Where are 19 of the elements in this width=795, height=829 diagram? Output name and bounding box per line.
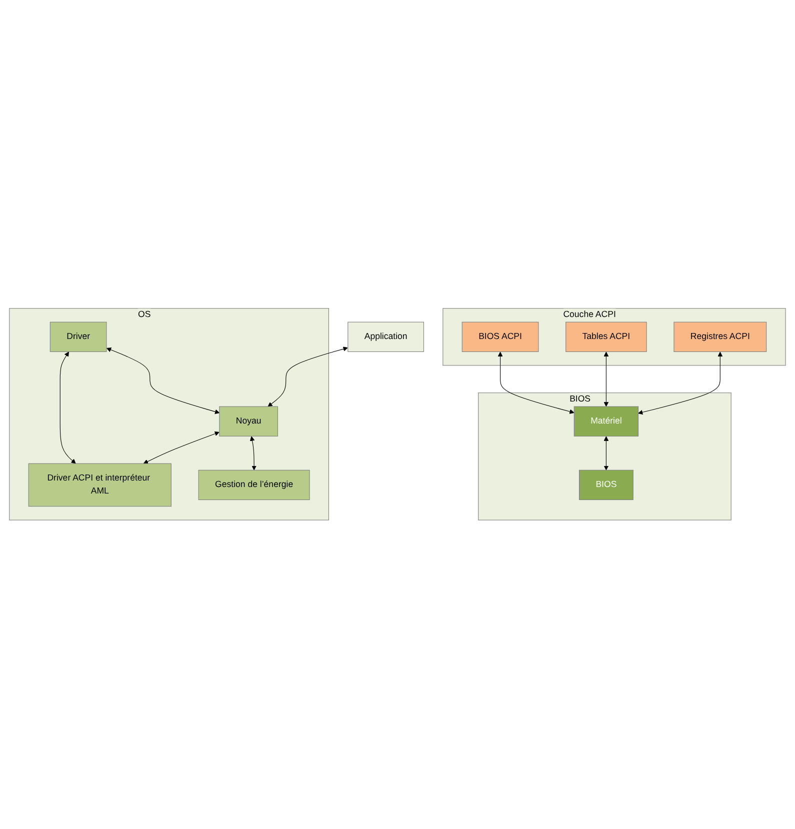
arrow bbox=[498, 352, 574, 414]
arrow bbox=[604, 352, 609, 408]
arrow bbox=[250, 436, 256, 471]
node-box: Tables ACPI bbox=[566, 322, 647, 352]
arrow bbox=[106, 348, 220, 414]
arrow bbox=[638, 352, 723, 415]
node-box: BIOS bbox=[579, 470, 634, 500]
node-box: Driver bbox=[50, 322, 107, 352]
node-box: BIOS ACPI bbox=[462, 322, 539, 352]
node-box: Driver ACPI et interpréteur AML bbox=[28, 464, 172, 507]
node-box: Gestion de l’énergie bbox=[198, 470, 310, 500]
arrow bbox=[268, 346, 348, 408]
arrow bbox=[604, 436, 609, 471]
arrow bbox=[143, 432, 220, 464]
node-box: Application bbox=[348, 322, 424, 352]
node-box: Noyau bbox=[219, 406, 278, 437]
node-box: Matériel bbox=[574, 406, 639, 437]
node-box: Registres ACPI bbox=[674, 322, 767, 352]
arrow bbox=[60, 352, 76, 464]
